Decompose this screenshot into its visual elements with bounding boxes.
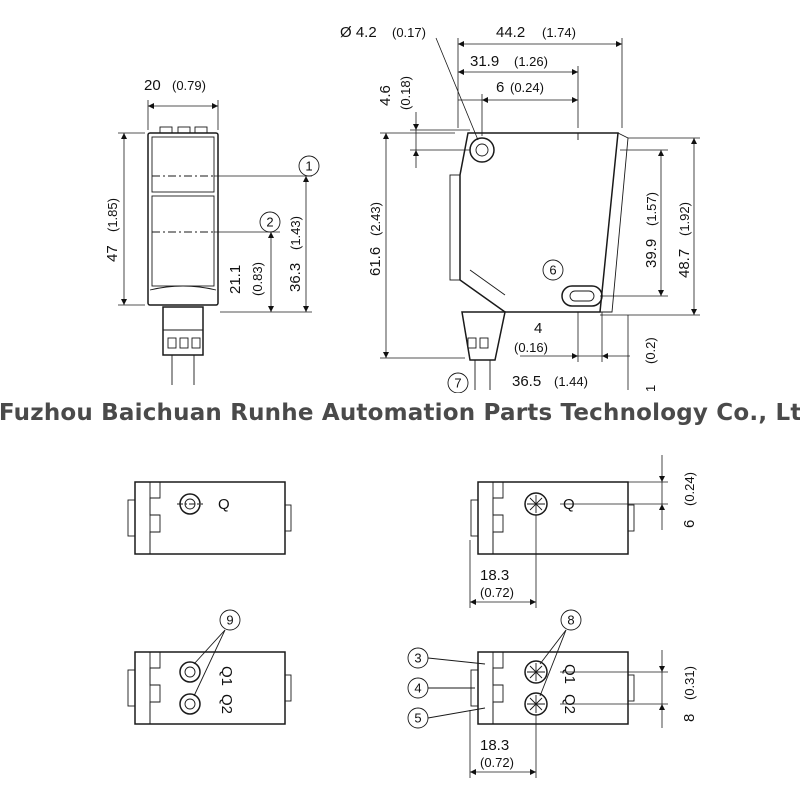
side-hole-dia-in: (0.17) — [392, 25, 426, 40]
callout-2 — [259, 211, 281, 233]
front-h2: 21.1 — [227, 265, 244, 294]
svg-text:9: 9 — [226, 613, 233, 628]
dim-183-a: 18.3 — [480, 567, 509, 584]
side-height-487: 48.7 — [676, 249, 693, 278]
bottom-view-q: Q — [127, 481, 292, 555]
front-height-in: (1.85) — [105, 198, 120, 232]
callout-8 — [560, 609, 582, 631]
side-small-1: 1 — [643, 385, 658, 392]
label-q-2: Q — [563, 496, 575, 513]
front-h1: 36.3 — [287, 263, 304, 292]
side-width-365-in: (1.44) — [554, 374, 588, 389]
front-upper-lens — [151, 136, 215, 193]
dim-8: 8 — [681, 714, 698, 722]
side-offset-46: 4.6 — [377, 85, 394, 106]
callout-5 — [407, 707, 429, 729]
side-height-399-in: (1.57) — [644, 192, 659, 226]
svg-text:2: 2 — [266, 215, 273, 230]
svg-text:5: 5 — [414, 711, 421, 726]
callout-4 — [407, 677, 429, 699]
front-connector — [162, 306, 204, 356]
mounting-slot — [561, 285, 603, 307]
callout-3 — [407, 647, 429, 669]
mounting-hole — [469, 137, 495, 163]
dim-183-a-in: (0.72) — [480, 585, 514, 600]
bottom-view-q1q2: Q1 Q2 9 — [127, 609, 292, 725]
dim-6: 6 — [681, 520, 698, 528]
side-width-319-in: (1.26) — [514, 54, 548, 69]
label-q2-a: Q2 — [218, 694, 235, 714]
callout-1 — [298, 155, 320, 177]
svg-text:4: 4 — [414, 681, 421, 696]
dim-8-in: (0.31) — [682, 666, 697, 700]
svg-text:7: 7 — [454, 376, 461, 391]
front-view: 20 (0.79) 47 (1.85) 36.3 (1.43) 21.1 (0.… — [104, 77, 320, 385]
side-height-487-in: (1.92) — [677, 202, 692, 236]
side-width-6: 6 — [496, 79, 504, 96]
dim-183-b: 18.3 — [480, 737, 509, 754]
side-housing — [459, 132, 619, 313]
side-small-02: (0.2) — [643, 337, 658, 364]
dim-183-b-in: (0.72) — [480, 755, 514, 770]
bottom-view-q1q2-dims: Q1 Q2 8 3 4 5 8 (0.31) 18.3 (0.72) — [407, 609, 698, 778]
side-height-616: 61.6 — [367, 247, 384, 276]
side-total-width-in: (1.74) — [542, 25, 576, 40]
dim-6-in: (0.24) — [682, 472, 697, 506]
svg-text:3: 3 — [414, 651, 421, 666]
label-q1-a: Q1 — [218, 666, 235, 686]
callout-6 — [542, 259, 564, 281]
front-height: 47 — [104, 245, 121, 262]
bottom-view-q-dims: Q 6 (0.24) 18.3 (0.72) — [469, 455, 698, 608]
side-view: 44.2 (1.74) 31.9 (1.26) 6 (0.24) Ø 4.2 (… — [340, 24, 700, 394]
svg-text:8: 8 — [567, 613, 574, 628]
side-width-365: 36.5 — [512, 373, 541, 390]
side-gap-4-in: (0.16) — [514, 340, 548, 355]
front-lower-lens — [151, 195, 215, 287]
side-hole-dia: Ø 4.2 — [340, 24, 377, 41]
company-watermark: Fuzhou Baichuan Runhe Automation Parts T… — [0, 400, 800, 426]
callout-9 — [219, 609, 241, 631]
svg-text:1: 1 — [305, 159, 312, 174]
front-width: 20 — [144, 77, 161, 94]
front-width-in: (0.79) — [172, 78, 206, 93]
side-width-6-in: (0.24) — [510, 80, 544, 95]
front-h1-in: (1.43) — [288, 216, 303, 250]
side-height-616-in: (2.43) — [368, 202, 383, 236]
side-total-width: 44.2 — [496, 24, 525, 41]
side-offset-46-in: (0.18) — [398, 76, 413, 110]
front-housing — [147, 132, 219, 306]
side-gap-4: 4 — [534, 320, 542, 337]
label-q1-b: Q1 — [561, 664, 578, 684]
side-width-319: 31.9 — [470, 53, 499, 70]
front-h2-in: (0.83) — [250, 262, 265, 296]
svg-text:6: 6 — [549, 263, 556, 278]
side-height-399: 39.9 — [643, 239, 660, 268]
label-q-1: Q — [218, 496, 230, 513]
